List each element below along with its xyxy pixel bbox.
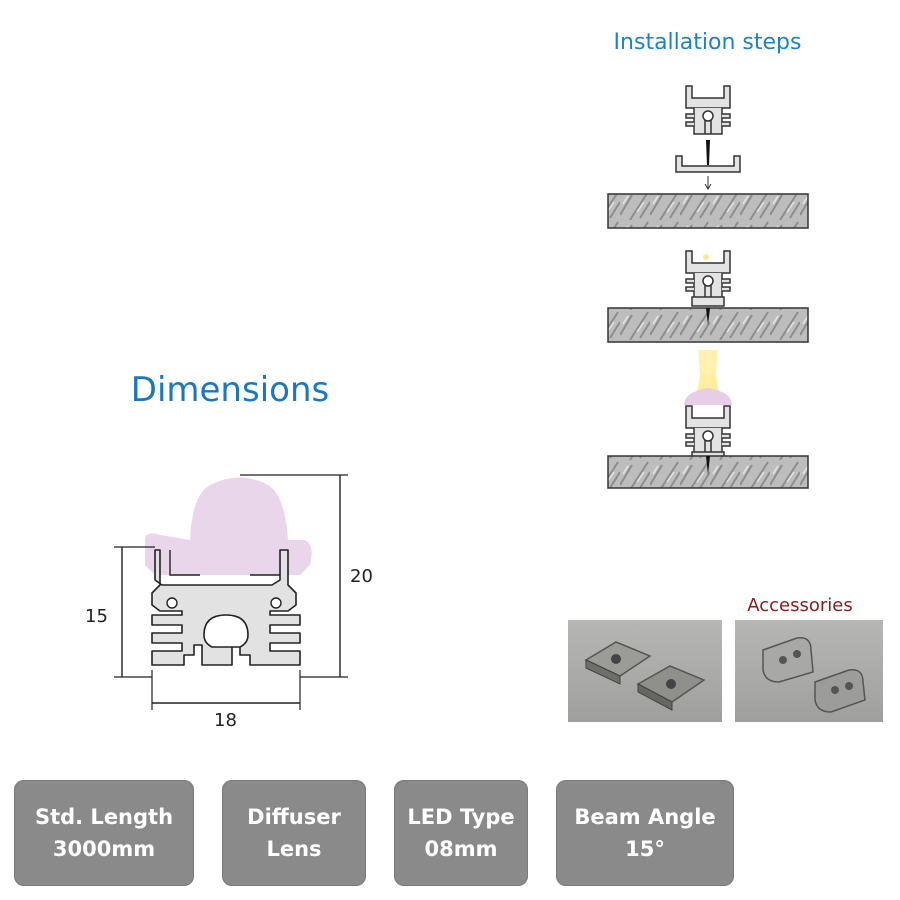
spec-card-label: LED Type bbox=[407, 805, 515, 829]
spec-card-led-type: LED Type 08mm bbox=[394, 780, 528, 886]
spec-card-value: Lens bbox=[266, 837, 322, 861]
dimension-height-20: 20 bbox=[350, 566, 373, 587]
spec-card-value: 15° bbox=[625, 837, 665, 861]
spec-card-diffuser: Diffuser Lens bbox=[222, 780, 366, 886]
installation-steps-title: Installation steps bbox=[613, 30, 802, 55]
installation-steps-diagram bbox=[607, 85, 809, 489]
spec-card-label: Std. Length bbox=[34, 805, 174, 829]
spec-card-value: 3000mm bbox=[52, 837, 156, 861]
dimension-width-18: 18 bbox=[214, 710, 237, 731]
accessory-photo-end-caps bbox=[735, 620, 883, 722]
spec-card-value: 08mm bbox=[424, 837, 498, 861]
spec-card-label: Diffuser bbox=[247, 805, 341, 829]
spec-card-label: Beam Angle bbox=[574, 805, 716, 829]
accessory-photo-clips bbox=[568, 620, 722, 722]
accessories-label: Accessories bbox=[747, 595, 853, 616]
dimension-height-15: 15 bbox=[85, 606, 108, 627]
profile-dimension-drawing bbox=[114, 474, 348, 710]
spec-card-beam-angle: Beam Angle 15° bbox=[556, 780, 734, 886]
dimensions-title: Dimensions bbox=[130, 370, 330, 410]
spec-card-std-length: Std. Length 3000mm bbox=[14, 780, 194, 886]
diffuser-lens-shape bbox=[145, 477, 312, 575]
